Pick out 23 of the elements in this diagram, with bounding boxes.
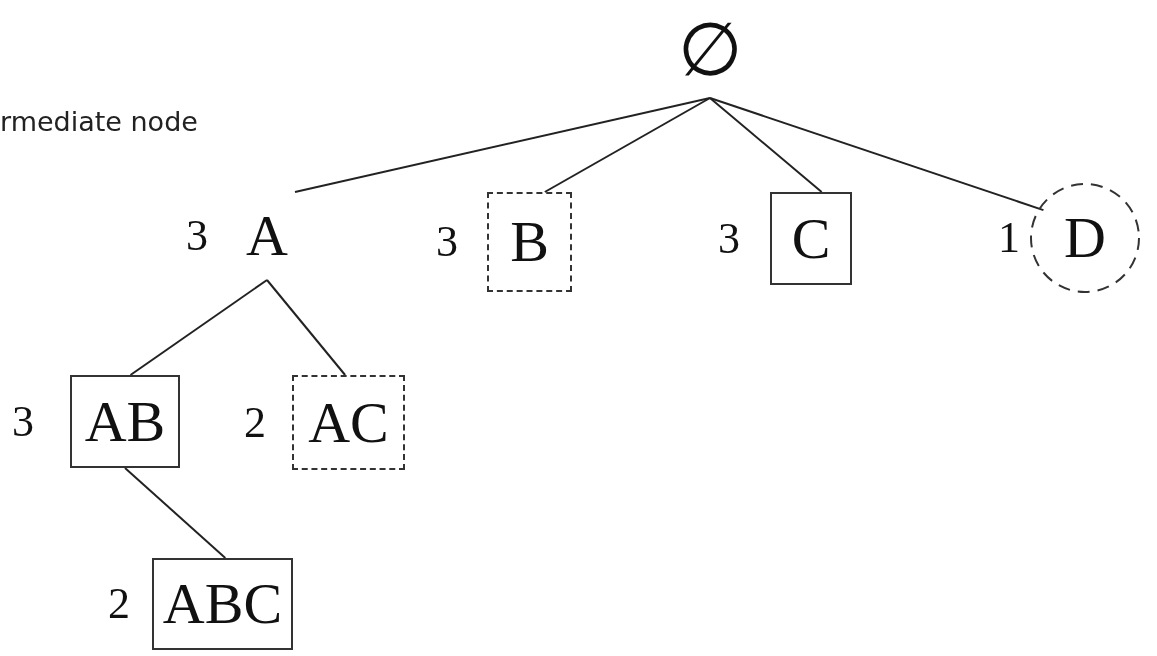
support-count: 3 — [11, 399, 34, 444]
itemset-box: ABC — [152, 558, 293, 650]
itemset-circle: D — [1030, 183, 1140, 293]
itemset-box: AC — [292, 375, 405, 470]
tree-edge — [543, 97, 711, 193]
node-label: ∅ — [670, 2, 750, 98]
node-label: A — [232, 192, 302, 280]
support-count: 3 — [435, 220, 458, 264]
itemset-box: C — [770, 192, 852, 285]
tree-edge — [709, 97, 1045, 212]
tree-edge — [266, 279, 347, 376]
tree-edge — [129, 279, 268, 376]
support-count: 2 — [243, 400, 266, 445]
legend-text: rmediate node — [0, 106, 198, 137]
itemset-box: AB — [70, 375, 180, 468]
tree-edge — [124, 467, 227, 559]
itemset-box: B — [487, 192, 572, 292]
support-count: 2 — [107, 582, 130, 626]
tree-edge — [709, 97, 823, 193]
support-count: 3 — [717, 216, 740, 261]
support-count: 3 — [185, 214, 208, 258]
tree-edge — [294, 97, 711, 193]
support-count: 1 — [997, 216, 1020, 260]
